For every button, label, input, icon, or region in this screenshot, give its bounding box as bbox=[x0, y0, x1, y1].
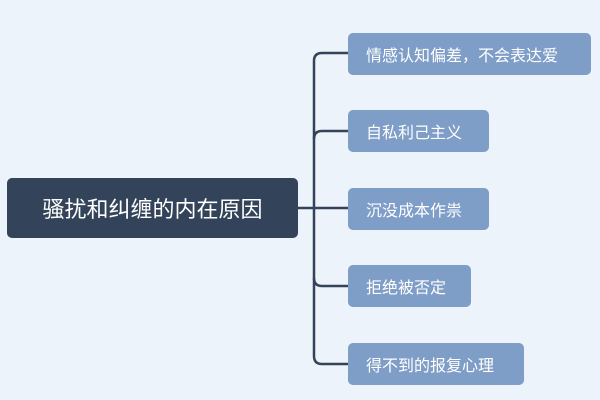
child-node-5[interactable]: 得不到的报复心理 bbox=[348, 343, 524, 385]
child-node-1[interactable]: 情感认知偏差，不会表达爱 bbox=[348, 33, 591, 75]
child-node-2[interactable]: 自私利己主义 bbox=[348, 110, 489, 152]
child-node-label: 自私利己主义 bbox=[366, 123, 463, 142]
child-node-label: 得不到的报复心理 bbox=[366, 356, 495, 375]
branch-connector-4 bbox=[312, 277, 348, 288]
branch-connector-2 bbox=[312, 129, 348, 140]
root-node-label: 骚扰和纠缠的内在原因 bbox=[42, 198, 263, 223]
child-node-label: 沉没成本作祟 bbox=[366, 201, 463, 220]
child-node-4[interactable]: 拒绝被否定 bbox=[348, 265, 471, 307]
child-node-3[interactable]: 沉没成本作祟 bbox=[348, 188, 489, 230]
root-node[interactable]: 骚扰和纠缠的内在原因 bbox=[7, 178, 298, 238]
child-node-label: 拒绝被否定 bbox=[366, 278, 447, 297]
child-node-label: 情感认知偏差，不会表达爱 bbox=[366, 46, 559, 65]
